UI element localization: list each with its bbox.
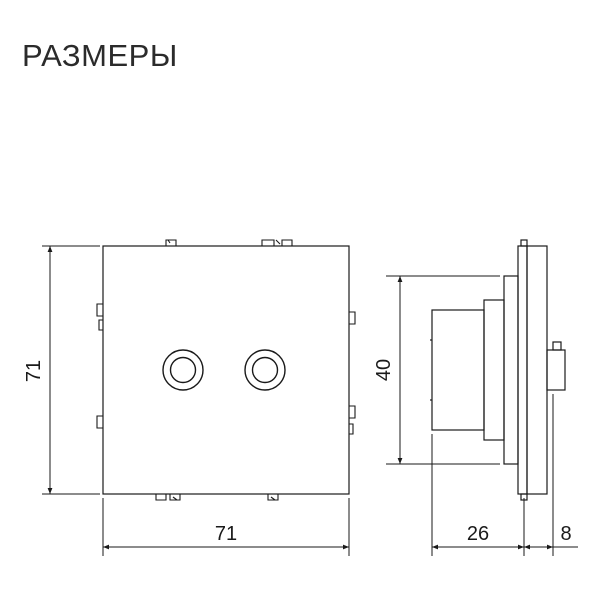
side-body-back (431, 309, 485, 431)
side-body-step (483, 299, 505, 441)
side-mount (503, 275, 519, 465)
side-depth-label: 26 (467, 523, 489, 545)
front-width-label: 71 (215, 523, 237, 545)
frame-thickness-label: 8 (560, 523, 571, 545)
left-socket (162, 349, 204, 391)
side-top-lug (520, 239, 528, 247)
top-clips (165, 239, 293, 246)
side-frame (517, 245, 528, 495)
side-knob (546, 349, 566, 391)
side-view (430, 239, 566, 501)
side-height-label: 40 (373, 359, 395, 381)
front-height-label: 71 (23, 360, 45, 382)
side-plate (526, 245, 548, 495)
left-clips (96, 303, 103, 429)
right-socket (244, 349, 286, 391)
side-height-dimension (386, 275, 500, 465)
frame-thickness-dimension (524, 394, 578, 556)
front-height-dimension (42, 245, 100, 495)
page-title: РАЗМЕРЫ (22, 38, 178, 73)
front-view (96, 239, 356, 501)
side-knob-base (552, 341, 562, 351)
front-plate (102, 245, 350, 495)
front-width-dimension (102, 498, 350, 556)
right-clips (349, 311, 356, 435)
bottom-clips (155, 494, 279, 501)
